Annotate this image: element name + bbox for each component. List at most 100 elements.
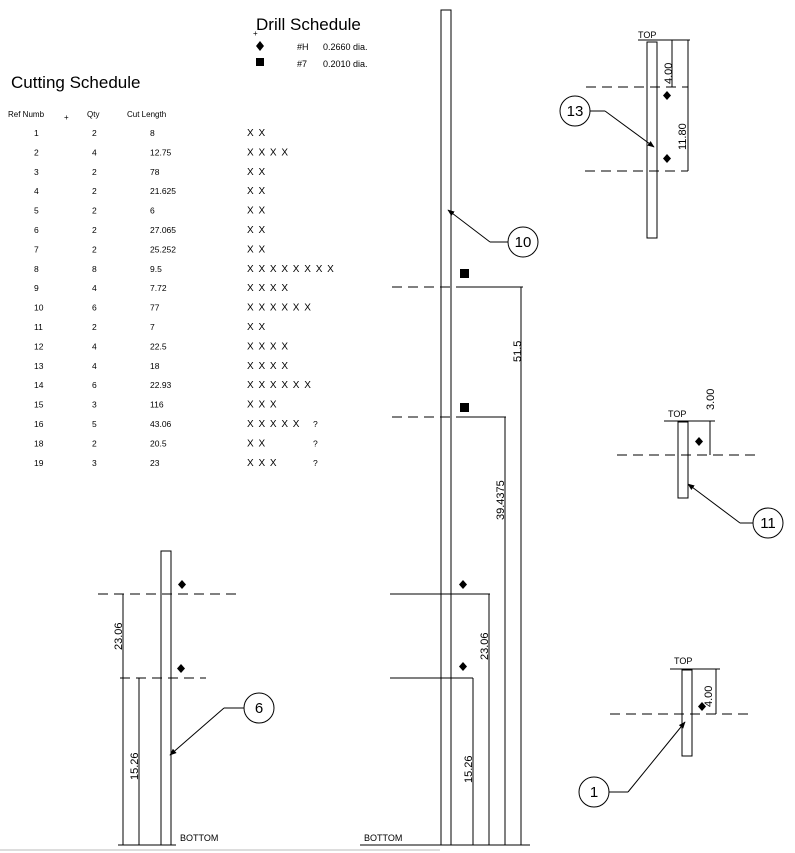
cell-qty: 8 — [92, 264, 97, 274]
cell-ref: 12 — [34, 341, 44, 351]
cell-ref: 18 — [34, 438, 44, 448]
cell-qty: 4 — [92, 341, 97, 351]
cell-qty: 2 — [92, 167, 97, 177]
cell-cut-length: 8 — [150, 128, 155, 138]
cell-ref: 3 — [34, 167, 39, 177]
cell-ref: 14 — [34, 380, 44, 390]
cell-marks: X X X X X — [247, 419, 300, 430]
cell-marks: X X X X — [247, 341, 289, 352]
cell-cut-length: 9.5 — [150, 264, 162, 274]
callout-13-label: 13 — [567, 103, 584, 120]
cell-qty: 2 — [92, 186, 97, 196]
callout-1-label: 1 — [590, 784, 598, 801]
top-label: TOP — [674, 656, 692, 666]
cell-marks: X X — [247, 225, 266, 236]
cell-marks: X X — [247, 244, 266, 255]
drill-h-dia: 0.2660 dia. — [323, 42, 368, 52]
part-13-detail: TOP 4.00 11.80 13 — [559, 30, 690, 239]
callout-11-label: 11 — [760, 515, 776, 532]
square-hole-icon — [460, 403, 469, 412]
cell-cut-length: 27.065 — [150, 225, 176, 235]
cell-marks: X X X — [247, 458, 278, 469]
cell-qty: 2 — [92, 322, 97, 332]
dim-15-26: 15.26 — [463, 755, 475, 783]
diamond-hole-icon — [177, 664, 185, 673]
drill-7-dia: 0.2010 dia. — [323, 59, 368, 69]
cell-marks: X X — [247, 322, 266, 333]
cell-marks: X X X X X X — [247, 380, 312, 391]
callout-bubble-6 — [243, 692, 275, 724]
cell-marks: X X X X — [247, 361, 289, 372]
leader-arrow — [687, 483, 741, 524]
part-1-detail: TOP 4.00 1 — [578, 656, 748, 808]
cell-marks: X X — [247, 438, 266, 449]
cell-marks: X X X — [247, 400, 278, 411]
cell-cut-length: 7.72 — [150, 283, 167, 293]
cell-marks: X X — [247, 128, 266, 139]
cutting-schedule: Cutting Schedule Ref Numb + Qty Cut Leng… — [8, 73, 334, 469]
dim-39-4375: 39.4375 — [495, 480, 507, 520]
cell-note: ? — [313, 419, 318, 429]
table-row: 1 2 8 X X — [34, 128, 266, 139]
dim-23-06: 23.06 — [479, 632, 491, 660]
table-row: 3 2 78 X X — [34, 167, 266, 178]
square-symbol-icon — [256, 58, 264, 66]
origin-mark: + — [253, 29, 258, 38]
cell-marks: X X X X — [247, 283, 289, 294]
cell-ref: 10 — [34, 303, 44, 313]
cell-qty: 3 — [92, 400, 97, 410]
drill-schedule: Drill Schedule + #H 0.2660 dia. #7 0.201… — [253, 15, 368, 69]
diamond-hole-icon — [698, 702, 706, 711]
cell-ref: 13 — [34, 361, 44, 371]
bottom-label: BOTTOM — [364, 833, 402, 843]
part-6-bar — [160, 550, 172, 846]
diamond-hole-icon — [459, 662, 467, 671]
top-label: TOP — [668, 409, 686, 419]
drill-h-size: #H — [297, 42, 309, 52]
cell-qty: 4 — [92, 283, 97, 293]
cell-ref: 16 — [34, 419, 44, 429]
part-11-bar — [677, 421, 689, 499]
cell-marks: X X — [247, 167, 266, 178]
table-row: 11 2 7 X X — [34, 322, 266, 333]
callout-bubble-13 — [559, 95, 591, 127]
part-1-bar — [681, 669, 693, 757]
cell-marks: X X X X — [247, 147, 289, 158]
callout-6-label: 6 — [255, 700, 263, 717]
dim-15-26: 15.26 — [129, 752, 141, 780]
cell-ref: 9 — [34, 283, 39, 293]
cell-cut-length: 7 — [150, 322, 155, 332]
cell-ref: 4 — [34, 186, 39, 196]
cell-ref: 5 — [34, 206, 39, 216]
bottom-label: BOTTOM — [180, 833, 218, 843]
cell-qty: 4 — [92, 147, 97, 157]
diamond-hole-icon — [695, 437, 703, 446]
cell-qty: 5 — [92, 419, 97, 429]
callout-bubble-1 — [578, 776, 610, 808]
cell-qty: 2 — [92, 206, 97, 216]
cell-ref: 7 — [34, 244, 39, 254]
leader-arrow — [604, 110, 655, 148]
top-label: TOP — [638, 30, 656, 40]
cell-ref: 1 — [34, 128, 39, 138]
leader-arrow — [447, 209, 491, 243]
cell-cut-length: 78 — [150, 167, 160, 177]
cell-marks: X X X X X X — [247, 303, 312, 314]
cell-note: ? — [313, 438, 318, 448]
cell-ref: 11 — [34, 322, 43, 332]
cell-cut-length: 25.252 — [150, 244, 176, 254]
dim-4-00: 4.00 — [703, 686, 715, 707]
dim-3-00: 3.00 — [705, 389, 717, 410]
cell-qty: 2 — [92, 128, 97, 138]
diamond-hole-icon — [663, 91, 671, 100]
leader-arrow — [169, 707, 225, 756]
part-13-bar — [646, 41, 658, 239]
